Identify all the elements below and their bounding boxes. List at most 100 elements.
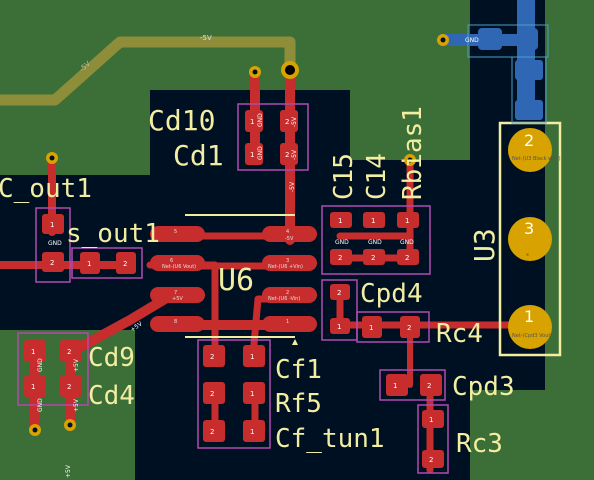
svg-text:1: 1 [250, 118, 254, 126]
svg-text:1: 1 [524, 307, 534, 326]
c15-c14-rbias1-footprints[interactable]: 1 1 1 2 2 2 [321, 205, 431, 275]
svg-text:1: 1 [250, 428, 254, 436]
svg-text:3: 3 [286, 258, 289, 264]
label-c15: C15 [329, 153, 359, 200]
cd10-cd1-footprints[interactable]: 1 2 1 2 [237, 103, 309, 171]
svg-text:2: 2 [405, 254, 409, 262]
svg-text:8: 8 [174, 319, 177, 325]
svg-text:-5V: -5V [291, 116, 298, 127]
svg-text:2: 2 [407, 324, 411, 332]
label-cd1: Cd1 [173, 139, 224, 172]
label-rc3: Rc3 [456, 429, 503, 459]
svg-text:GND: GND [48, 240, 62, 247]
svg-text:2: 2 [210, 390, 214, 398]
svg-text:2: 2 [286, 290, 289, 296]
neg5v-trace: -5V -5V [0, 34, 296, 106]
svg-text:2: 2 [123, 260, 127, 268]
svg-text:1: 1 [405, 217, 409, 225]
svg-text:1: 1 [87, 260, 91, 268]
svg-text:+5V: +5V [65, 464, 72, 478]
label-c14: C14 [362, 153, 392, 200]
svg-text:1: 1 [393, 382, 397, 390]
label-cpd3: Cpd3 [452, 372, 515, 402]
svg-text:2: 2 [427, 382, 431, 390]
svg-text:5: 5 [174, 229, 177, 235]
svg-text:2: 2 [210, 353, 214, 361]
svg-text:2: 2 [524, 131, 534, 150]
svg-text:1: 1 [429, 416, 433, 424]
svg-text:2: 2 [67, 348, 71, 356]
svg-text:6: 6 [170, 258, 173, 264]
svg-text:GND: GND [37, 358, 44, 372]
label-cf1: Cf1 [275, 355, 322, 385]
label-c-out1: C_out1 [0, 174, 92, 204]
svg-text:GND: GND [257, 146, 264, 160]
svg-text:GND: GND [400, 239, 414, 246]
svg-text:4: 4 [286, 229, 289, 235]
svg-text:+5V: +5V [73, 398, 80, 412]
svg-text:1: 1 [369, 324, 373, 332]
svg-text:2: 2 [337, 289, 341, 297]
svg-text:2: 2 [67, 383, 71, 391]
svg-text:2: 2 [285, 118, 289, 126]
svg-text:1: 1 [250, 390, 254, 398]
label-cpd4: Cpd4 [360, 279, 423, 309]
label-cd4: Cd4 [88, 381, 135, 411]
svg-text:Net-(U6 +Vin): Net-(U6 +Vin) [268, 264, 303, 270]
svg-text:2: 2 [50, 259, 54, 267]
svg-text:-5V: -5V [200, 34, 212, 42]
svg-text:1: 1 [337, 323, 341, 331]
svg-text:1: 1 [250, 353, 254, 361]
vias [29, 61, 416, 436]
svg-text:+5V: +5V [172, 296, 183, 302]
top-right-parts[interactable] [467, 24, 549, 124]
svg-text:-5V: -5V [285, 236, 294, 242]
svg-text:1: 1 [50, 221, 54, 229]
cf1-rf5-cftun1-footprints[interactable]: 2 1 2 1 2 1 [197, 339, 271, 449]
svg-text:GND: GND [257, 113, 264, 127]
svg-text:2: 2 [429, 456, 433, 464]
label-cd9: Cd9 [88, 343, 135, 373]
svg-text:-5V: -5V [291, 149, 298, 160]
label-rc4: Rc4 [436, 319, 483, 349]
svg-text:2: 2 [371, 254, 375, 262]
svg-text:GND: GND [368, 239, 382, 246]
u3-connector[interactable]: 2 3 1 Net-(U3 Black wire) x Net-(Cpd3 Vout… [498, 121, 562, 357]
svg-text:GND: GND [335, 239, 349, 246]
svg-text:x: x [526, 252, 529, 258]
cpd3-rc3-footprints[interactable]: 1 2 1 2 [379, 369, 449, 474]
label-cf-tun1: Cf_tun1 [275, 424, 385, 454]
svg-text:Net-(U6 Vout): Net-(U6 Vout) [162, 264, 196, 270]
label-rbias1: Rbias1 [398, 106, 428, 200]
svg-text:1: 1 [31, 383, 35, 391]
svg-text:-5V: -5V [289, 181, 296, 192]
svg-text:GND: GND [37, 398, 44, 412]
svg-text:1: 1 [250, 151, 254, 159]
svg-text:7: 7 [174, 290, 177, 296]
svg-text:+5V: +5V [73, 358, 80, 372]
svg-text:Net-(U3 Black wire): Net-(U3 Black wire) [512, 156, 561, 162]
svg-text:Net-(U6 -Vin): Net-(U6 -Vin) [268, 296, 300, 302]
reference-labels: Cd10 Cd1 C_out1 s_out1 U6 Cpd4 Rc4 Cd9 C… [0, 104, 515, 459]
cpd4-rc4-footprints[interactable]: 2 1 1 2 [321, 279, 430, 343]
label-rf5: Rf5 [275, 389, 322, 419]
svg-text:2: 2 [285, 151, 289, 159]
svg-text:2: 2 [210, 428, 214, 436]
label-u3: U3 [468, 228, 501, 262]
svg-text:Net-(Cpd3 Vout): Net-(Cpd3 Vout) [512, 333, 552, 339]
cout1-sout1-footprints[interactable]: 1 2 1 2 [35, 207, 143, 283]
svg-text:2: 2 [338, 254, 342, 262]
svg-text:1: 1 [338, 217, 342, 225]
label-s-out1: s_out1 [66, 219, 160, 249]
svg-text:3: 3 [524, 219, 534, 238]
svg-text:1: 1 [371, 217, 375, 225]
svg-text:1: 1 [286, 319, 289, 325]
label-cd10: Cd10 [148, 104, 215, 137]
label-u6: U6 [218, 263, 254, 298]
svg-text:GND: GND [465, 37, 479, 44]
